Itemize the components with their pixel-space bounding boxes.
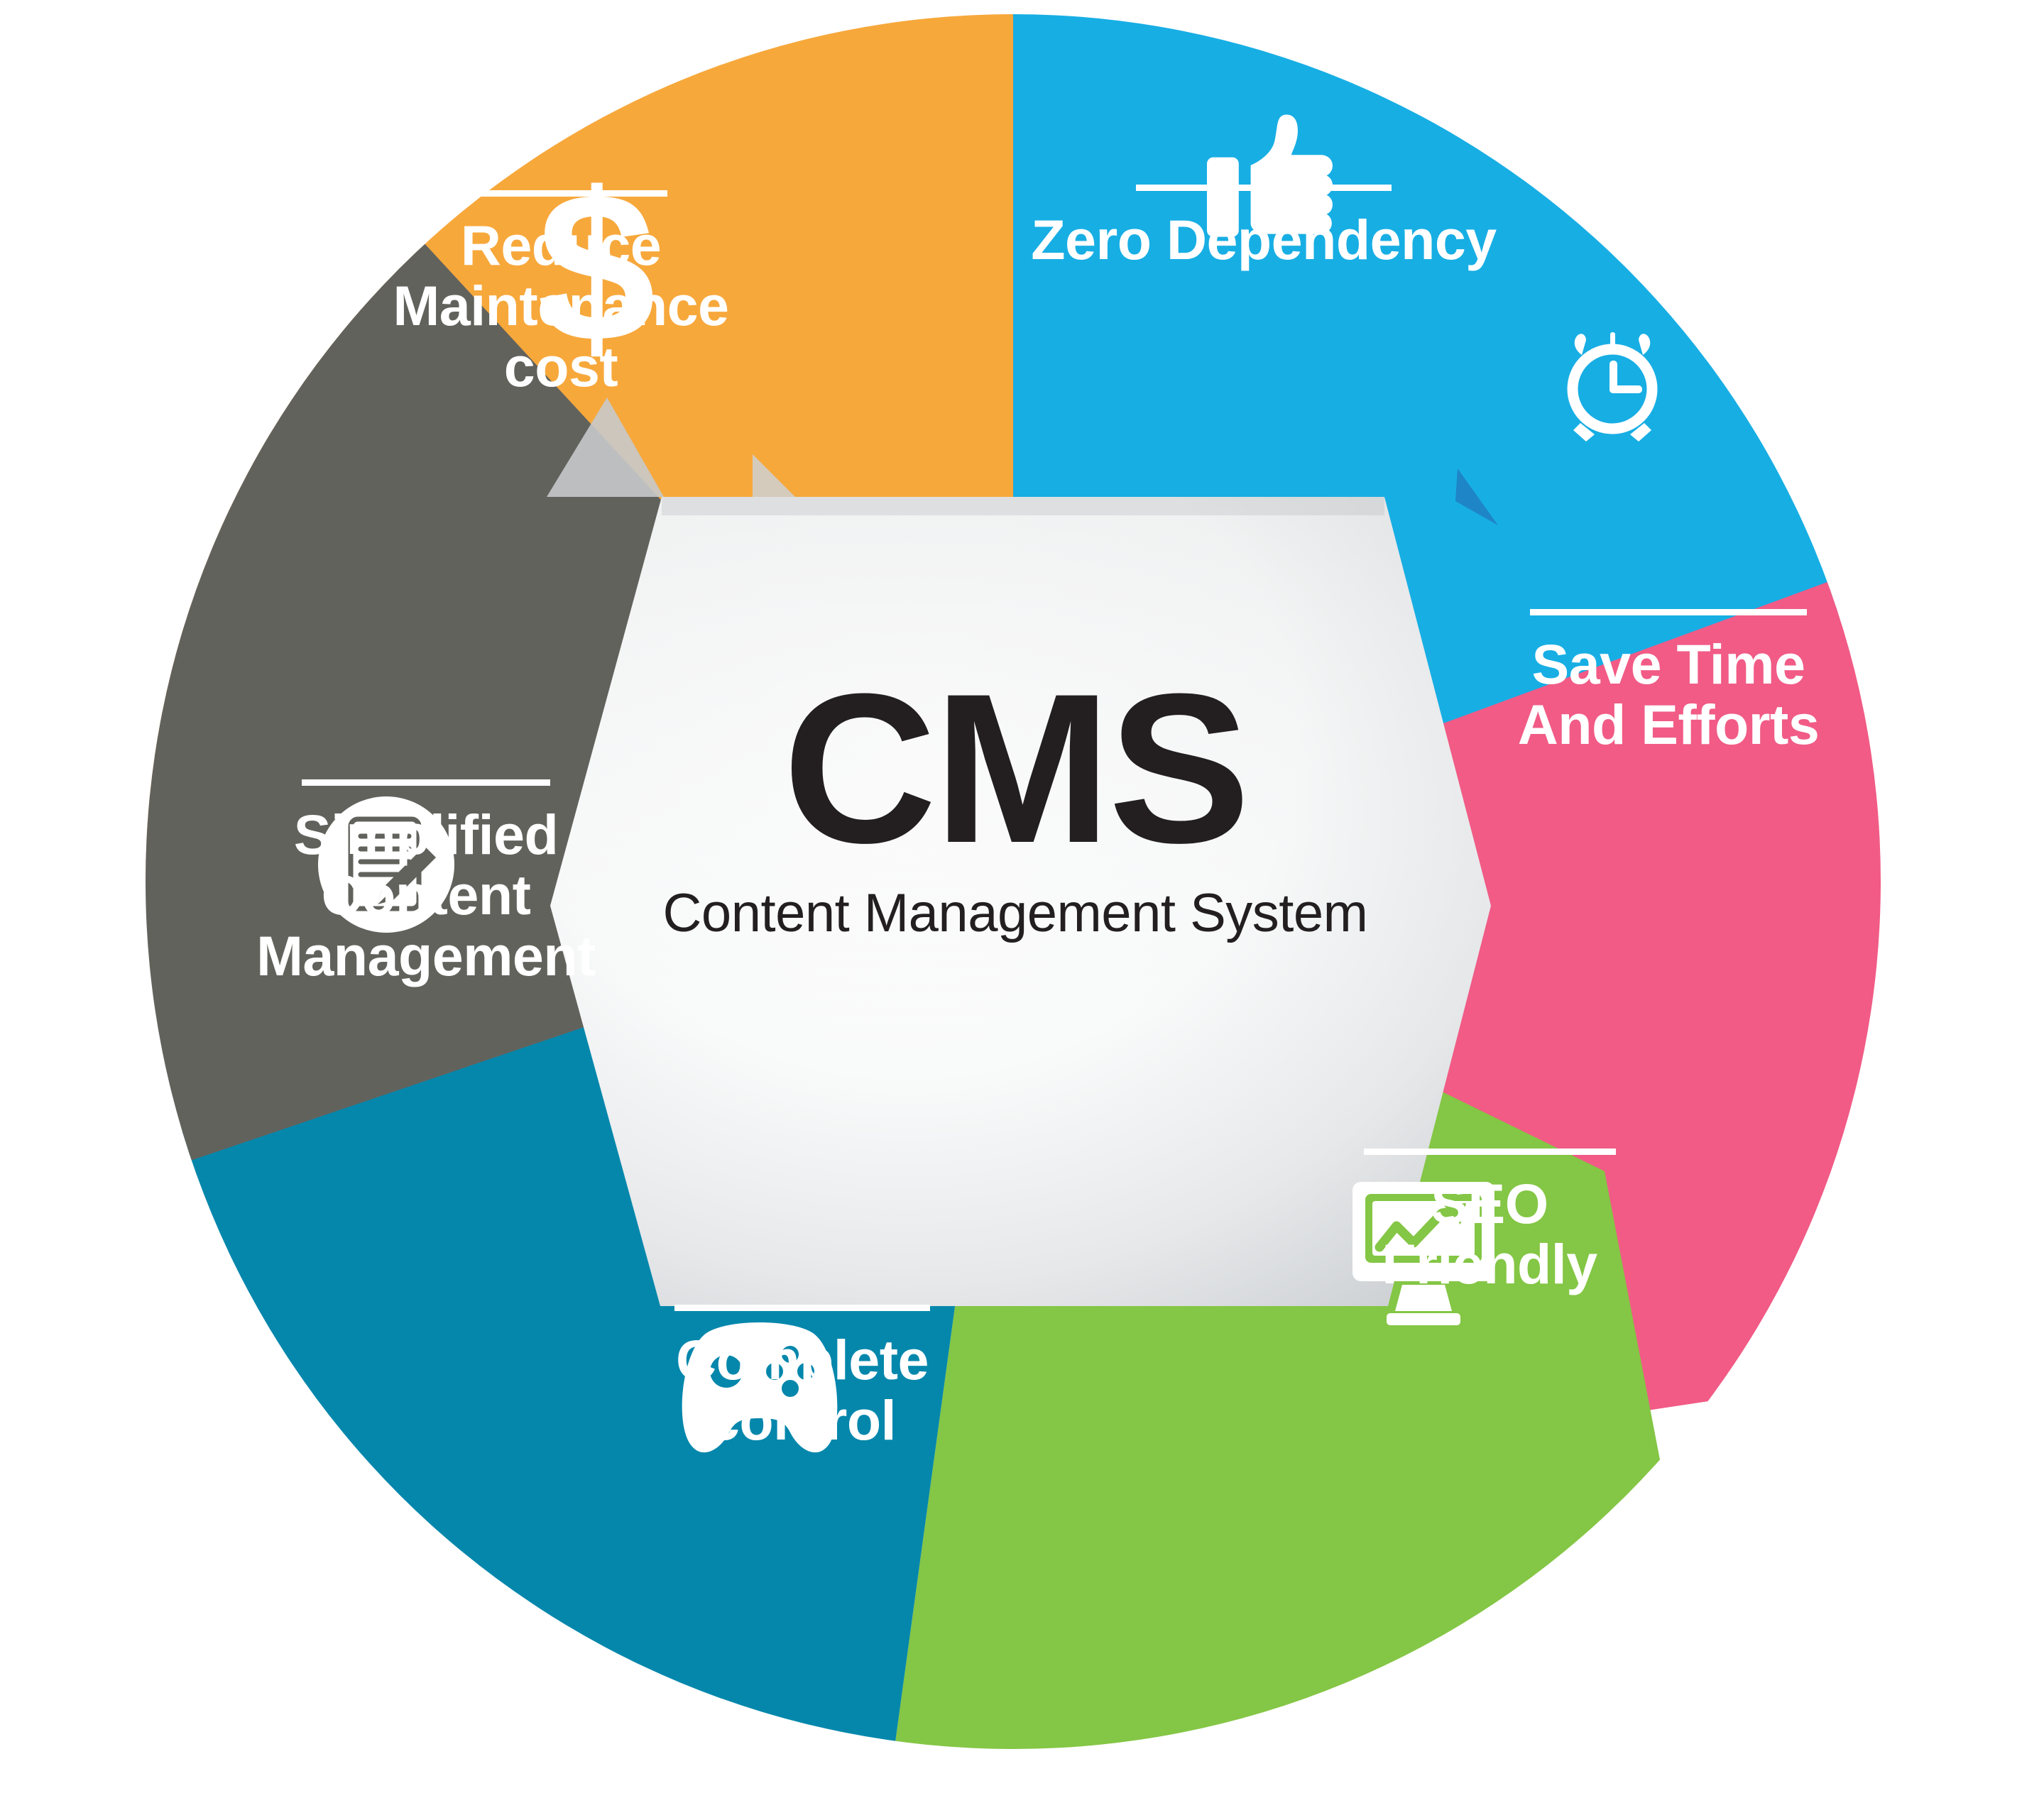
monitor-growth-chart-icon	[1352, 1182, 1494, 1325]
fold-accent-top-left	[753, 454, 795, 497]
gamepad-icon	[682, 1322, 838, 1453]
hub-top-shadow	[662, 497, 1384, 515]
svg-text:$: $	[537, 148, 656, 386]
dollar-sign-icon: $	[537, 148, 656, 386]
document-pencil-icon	[318, 796, 454, 933]
alarm-clock-icon	[1567, 332, 1658, 442]
thumbs-up-icon	[1207, 114, 1333, 237]
fold-accent-top-right	[1455, 468, 1498, 525]
fold-accent-orange-gray	[547, 398, 664, 497]
hub-shading	[550, 497, 1491, 1306]
